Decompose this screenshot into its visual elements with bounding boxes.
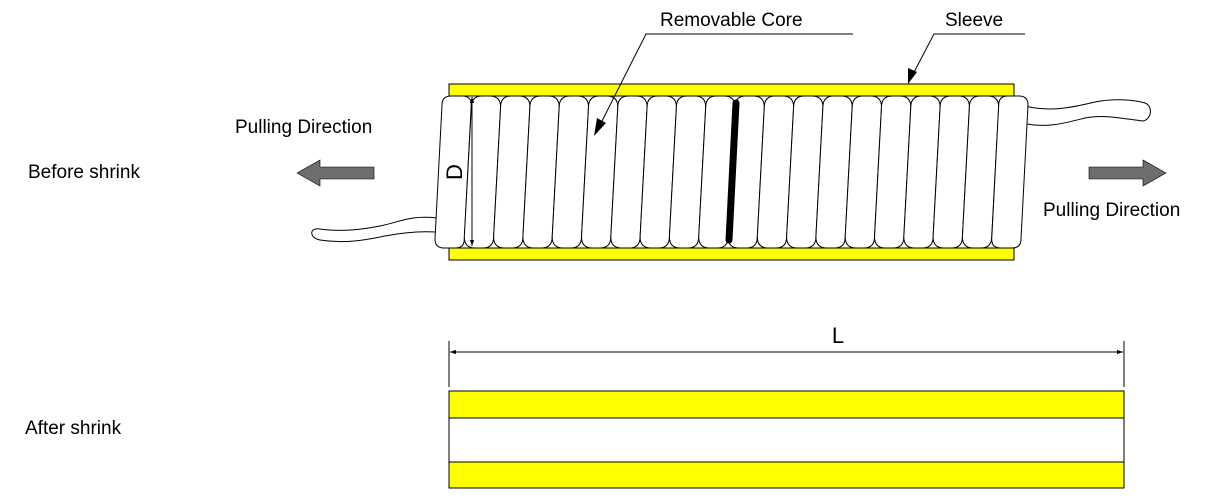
after-shrink-label: After shrink xyxy=(25,418,122,439)
pulling-arrow-right-icon xyxy=(1088,159,1167,187)
before-shrink-label: Before shrink xyxy=(28,162,140,183)
coil-turn xyxy=(639,95,677,249)
coil-turn xyxy=(668,95,707,249)
pulling-direction-left-label: Pulling Direction xyxy=(235,117,372,138)
length-label: L xyxy=(832,323,844,348)
removable-core-coil xyxy=(434,95,1029,249)
pulling-arrow-left-icon xyxy=(296,159,375,187)
coil-turn xyxy=(844,95,883,249)
removable-core-label: Removable Core xyxy=(660,10,803,31)
coil-turn xyxy=(873,95,912,249)
coil-turn xyxy=(522,95,560,249)
shrunk-sleeve-top-wall xyxy=(448,390,1125,419)
sleeve-label: Sleeve xyxy=(945,10,1003,31)
coil-turn xyxy=(815,95,853,249)
coil-turn xyxy=(786,95,824,249)
coil-turn xyxy=(756,95,795,249)
shrunk-sleeve-bore xyxy=(448,417,1125,463)
sleeve-bottom-wall xyxy=(448,247,1015,261)
pulling-direction-right-label: Pulling Direction xyxy=(1043,200,1180,221)
coil-turn xyxy=(991,95,1029,249)
shrunk-sleeve-bottom-wall xyxy=(448,461,1125,489)
coil-turn xyxy=(932,95,970,249)
core-marker-line xyxy=(725,99,740,244)
right-pull-wire xyxy=(1024,99,1151,126)
removable-core-leader xyxy=(599,33,853,126)
coil-turn xyxy=(580,95,619,249)
coil-turn xyxy=(493,95,531,249)
coil-turn xyxy=(961,95,1000,249)
coil-turn xyxy=(551,95,590,249)
sleeve-leader xyxy=(911,33,1025,77)
diameter-label: D xyxy=(442,164,467,180)
coil-turn xyxy=(610,95,648,249)
sleeve-arrowhead-icon xyxy=(908,68,917,84)
removable-core-arrowhead-icon xyxy=(594,118,606,136)
left-pull-wire xyxy=(311,216,438,243)
sleeve-top-wall xyxy=(448,83,1015,97)
coil-turn xyxy=(903,95,941,249)
